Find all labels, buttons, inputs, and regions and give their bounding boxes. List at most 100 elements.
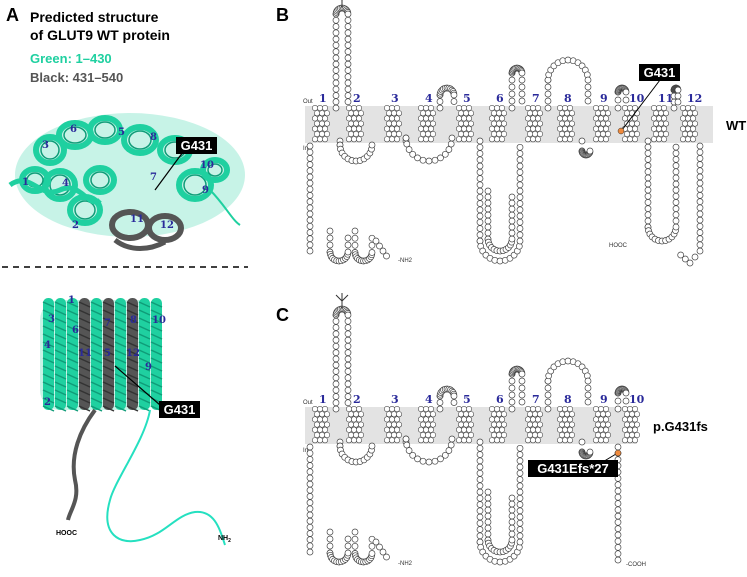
cterm-residue — [614, 550, 622, 558]
tm-residue — [558, 421, 565, 428]
glycan-tree — [335, 293, 349, 302]
tm-residue — [500, 421, 507, 428]
loop-residue — [508, 500, 516, 508]
tm-residue — [684, 115, 691, 122]
loop-residue — [544, 90, 552, 98]
membrane-band-b — [305, 106, 713, 143]
loop-residue — [516, 193, 524, 201]
tm-residue — [689, 115, 696, 122]
tm-residue — [493, 405, 500, 412]
side-helix-stripe — [66, 405, 79, 412]
loop-residue — [484, 494, 492, 502]
tm-residue — [604, 131, 611, 138]
loop-residue — [484, 193, 492, 201]
tm-residue — [684, 125, 691, 132]
side-helix-stripe — [78, 405, 91, 412]
tm-residue — [347, 411, 354, 418]
tm-residue — [657, 110, 664, 117]
tm-residue — [350, 437, 357, 444]
side-helix-number: 5 — [104, 348, 111, 359]
tm-residue — [355, 125, 362, 132]
tm-residue — [524, 105, 531, 112]
top-view-black-helices — [109, 209, 184, 251]
loop-residue — [431, 156, 439, 164]
tm-residue — [684, 136, 691, 143]
tm-residue — [563, 131, 570, 138]
tm-residue — [313, 411, 320, 418]
tm-residue — [311, 416, 318, 423]
loop-residue — [476, 187, 484, 195]
nterm-residue — [306, 161, 314, 168]
tm-residue — [318, 110, 325, 117]
loop-residue — [484, 187, 492, 195]
side-helix-stripe — [138, 373, 151, 380]
top-helix-inner-3 — [94, 121, 116, 139]
loop-residue — [344, 98, 352, 106]
loop-residue — [516, 532, 524, 540]
g431-b-pointer — [621, 79, 661, 131]
tm-residue — [500, 411, 507, 418]
cterm-residue — [614, 537, 622, 545]
tm-residue — [621, 437, 628, 444]
side-helix-stripe — [150, 325, 163, 332]
tm-residue — [460, 115, 467, 122]
tm-residue — [531, 431, 538, 438]
loop-residue — [674, 92, 682, 100]
tm-residue — [345, 416, 352, 423]
tm-residue — [534, 405, 541, 412]
tm-residue — [457, 131, 464, 138]
side-helix-stripe — [114, 357, 127, 364]
loop-residue — [476, 143, 484, 151]
tm-residue — [534, 105, 541, 112]
tm-residue — [345, 426, 352, 433]
tm-residue — [628, 421, 635, 428]
tm-residue — [467, 131, 474, 138]
loop-residue — [351, 241, 359, 249]
tm-residue — [422, 136, 429, 143]
loop-residue — [476, 193, 484, 201]
tm-residue — [495, 431, 502, 438]
tm-residue — [599, 131, 606, 138]
tm-residue — [383, 136, 390, 143]
tm-residue — [691, 131, 698, 138]
tm-residue — [556, 416, 563, 423]
tm-residue — [602, 426, 609, 433]
side-helix-stripe — [42, 349, 55, 356]
cterm-residue — [686, 259, 694, 267]
loop-residue — [644, 180, 652, 188]
loop-residue — [332, 330, 340, 338]
loop-residue — [344, 79, 352, 87]
loop-residue — [672, 211, 680, 219]
loop-residue — [672, 223, 680, 231]
loop-residue — [437, 154, 444, 162]
tm-residue — [455, 405, 462, 412]
tm-residue — [462, 421, 469, 428]
panel-b-letter: B — [276, 5, 289, 25]
tm-residue — [558, 411, 565, 418]
side-helix-stripe — [90, 325, 103, 332]
tm-residue — [424, 120, 431, 127]
top-helix-inner-10 — [207, 163, 223, 177]
cterm-residue — [614, 481, 622, 489]
tm-residue — [311, 125, 318, 132]
cterm-residue — [614, 518, 622, 526]
side-helix-stripe — [54, 373, 67, 380]
loop-residue — [644, 211, 652, 219]
tm-residue — [495, 421, 502, 428]
tm-residue — [686, 120, 693, 127]
tm-residue — [457, 431, 464, 438]
side-helix-stripe — [90, 309, 103, 316]
side-helix-stripe — [102, 381, 115, 388]
loop-residue — [447, 441, 455, 449]
tm-residue — [498, 405, 505, 412]
tm-residue — [566, 136, 573, 143]
tm-residue — [318, 421, 325, 428]
tm-residue — [352, 421, 359, 428]
cterm-residue — [696, 148, 704, 156]
tm-residue — [393, 105, 400, 112]
loop-residue — [508, 494, 516, 502]
tm-residue — [631, 115, 638, 122]
tm-residue — [563, 411, 570, 418]
tm-residue — [597, 405, 604, 412]
nterm-residue — [379, 247, 387, 255]
